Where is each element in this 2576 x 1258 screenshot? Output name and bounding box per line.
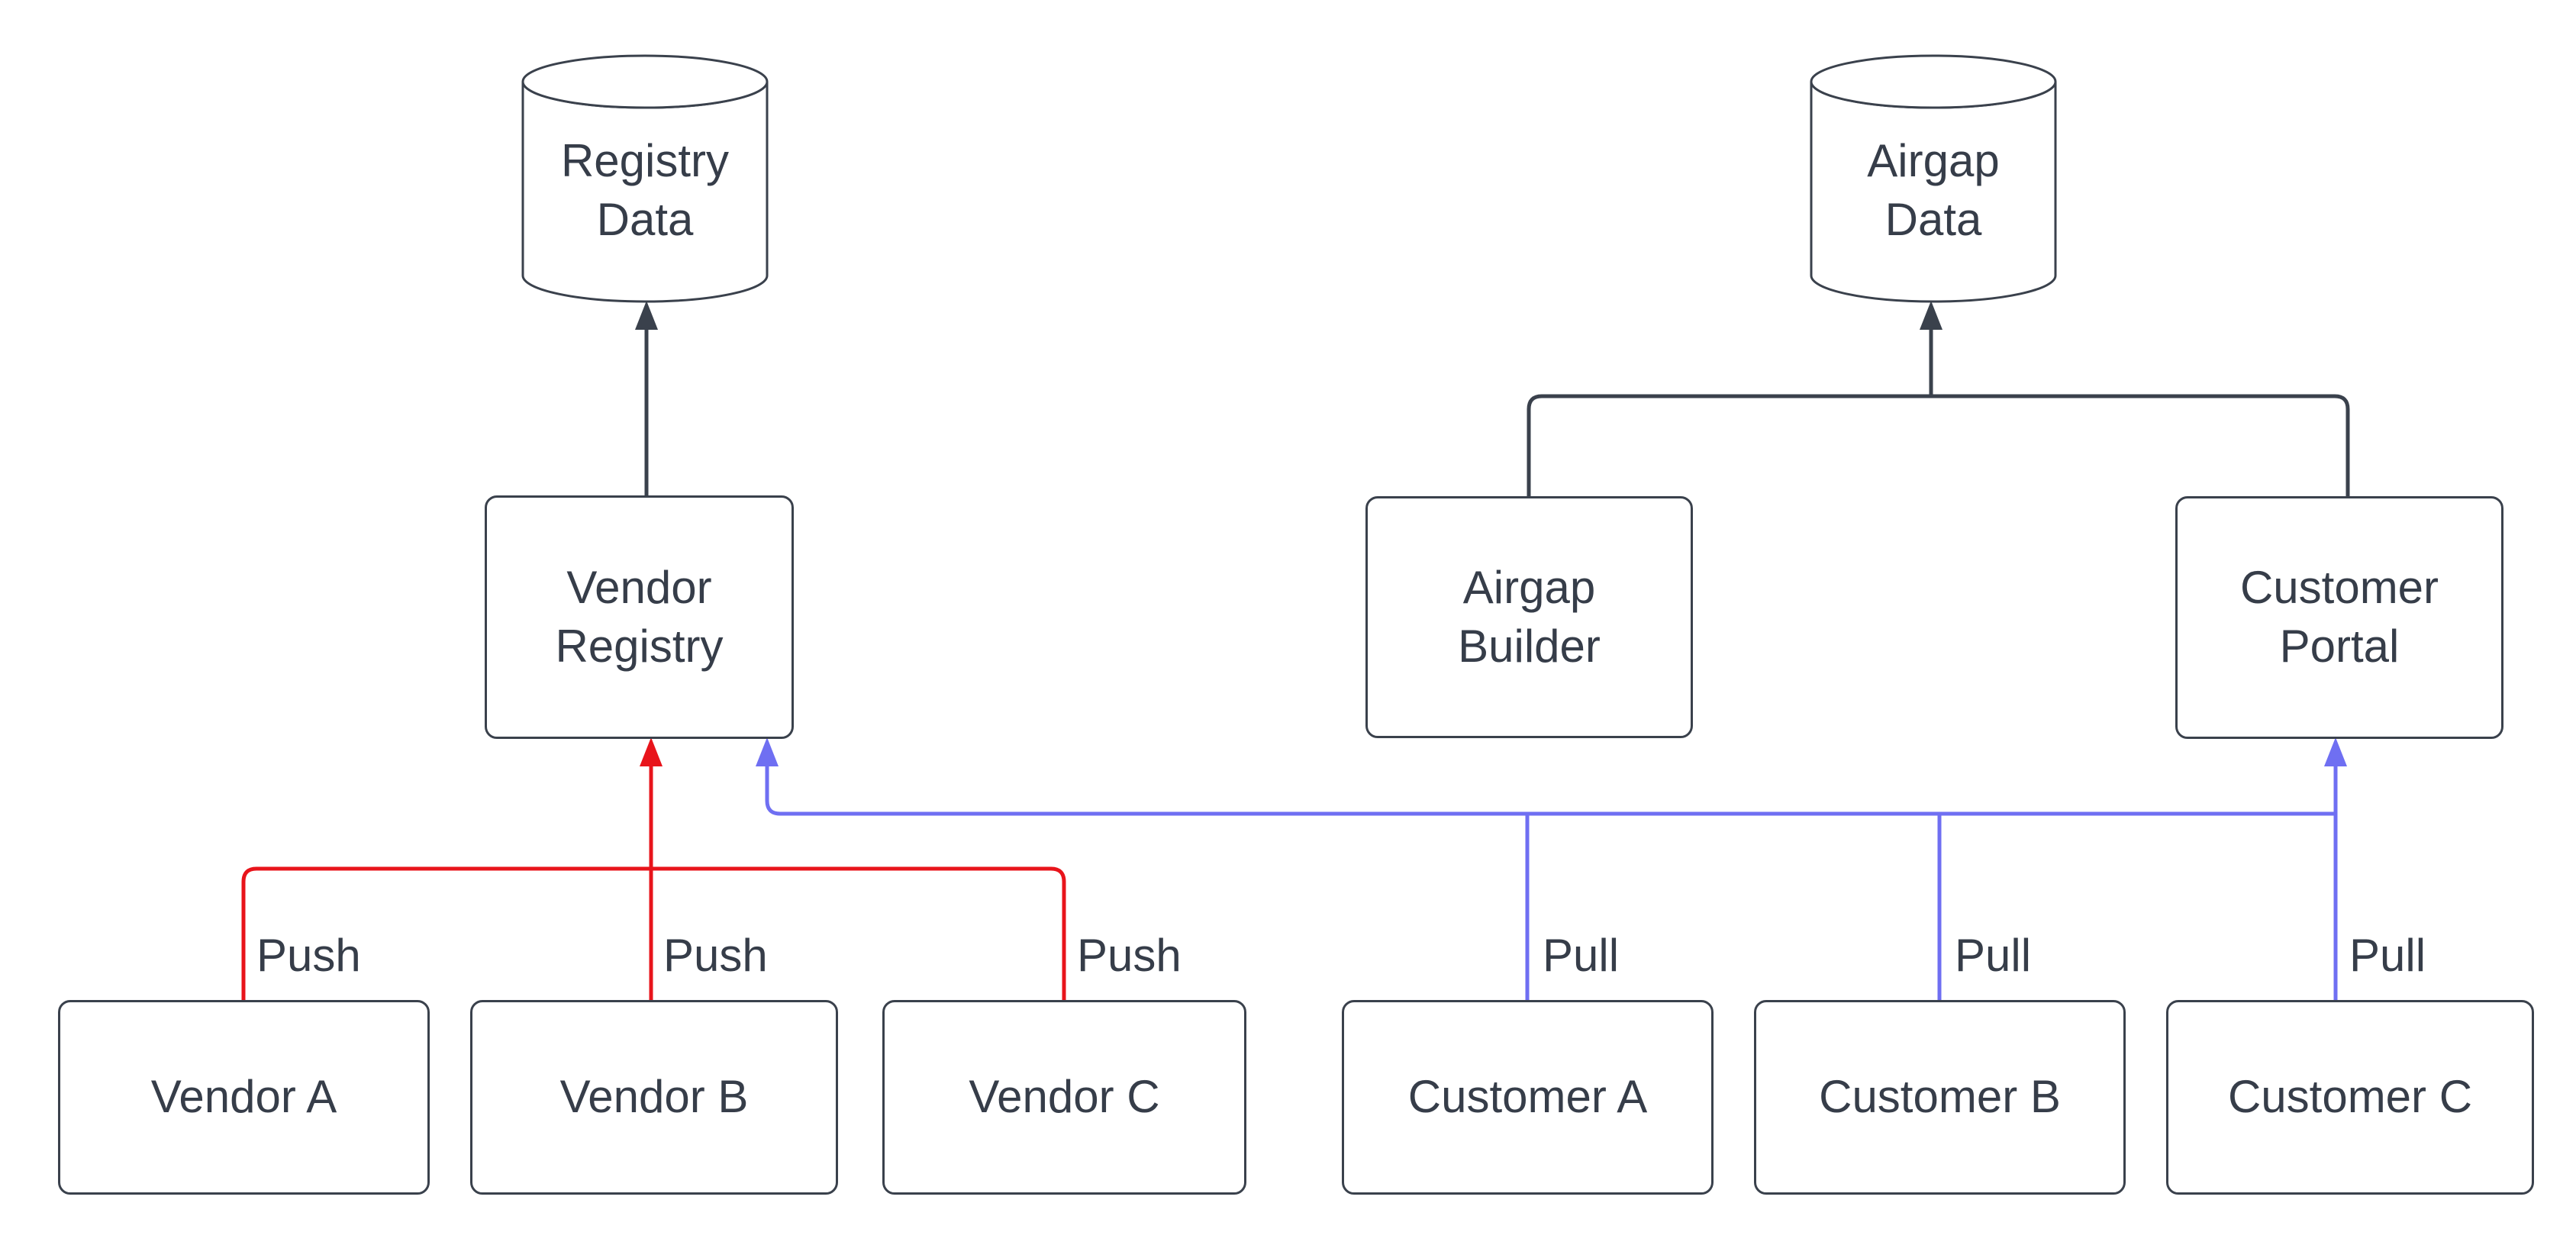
node-customer-portal: Customer Portal <box>2175 496 2503 739</box>
edge-label-push-vendor-c: Push <box>1077 930 1182 981</box>
airgap-data-cylinder-top <box>1810 54 2057 109</box>
edge-label-push-vendor-b: Push <box>663 930 768 981</box>
registry-data-cylinder-top <box>521 54 769 109</box>
node-vendor-c: Vendor C <box>882 1000 1246 1195</box>
edge-label-pull-customer-b: Pull <box>1955 930 2032 981</box>
arrowhead-pull-vendor-registry <box>756 737 779 766</box>
node-customer-a: Customer A <box>1342 1000 1714 1195</box>
push-bus <box>241 866 1066 1002</box>
edge-label-push-vendor-a: Push <box>256 930 361 981</box>
node-vendor-registry: Vendor Registry <box>485 495 794 739</box>
edge-builder-portal-bus <box>1527 394 2350 498</box>
edge-label-pull-customer-a: Pull <box>1543 930 1620 981</box>
node-vendor-a: Vendor A <box>58 1000 430 1195</box>
node-customer-c: Customer C <box>2166 1000 2534 1195</box>
arrowhead-push-vendor-registry <box>640 737 663 766</box>
arrowhead-registry-data <box>635 301 658 330</box>
node-vendor-b: Vendor B <box>470 1000 838 1195</box>
pull-bus <box>765 763 2338 816</box>
airgap-data-label: Airgap Data <box>1867 135 2000 245</box>
node-customer-b: Customer B <box>1754 1000 2126 1195</box>
arrowhead-airgap-data <box>1920 301 1942 330</box>
registry-data-label: Registry Data <box>560 135 730 245</box>
arrowhead-pull-customer-portal <box>2324 737 2347 766</box>
node-airgap-builder: Airgap Builder <box>1365 496 1693 738</box>
edge-label-pull-customer-c: Pull <box>2349 930 2426 981</box>
